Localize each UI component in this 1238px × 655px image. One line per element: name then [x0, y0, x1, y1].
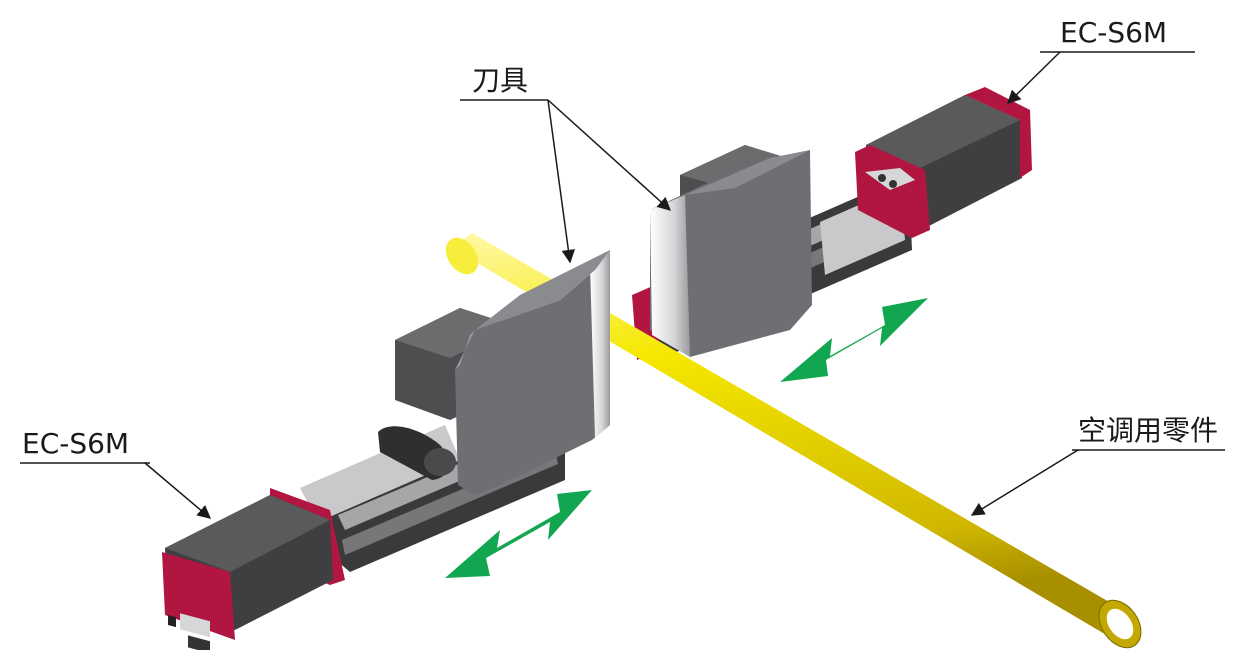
label-actuator-bottom: EC-S6M: [22, 427, 129, 460]
callout-actuator-top: EC-S6M: [1007, 16, 1195, 104]
label-actuator-top: EC-S6M: [1060, 16, 1167, 49]
tool-back: [650, 150, 812, 357]
label-tool: 刀具: [472, 64, 528, 97]
actuator-front-motor-group: [162, 488, 345, 654]
label-workpiece: 空调用零件: [1078, 414, 1218, 447]
callout-workpiece: 空调用零件: [970, 414, 1225, 516]
callout-tool: 刀具: [460, 64, 672, 264]
actuator-back-collar: [855, 145, 930, 238]
motion-arrow-back: [780, 298, 928, 382]
callout-actuator-bottom: EC-S6M: [20, 427, 212, 519]
tool-front: [455, 250, 610, 495]
motion-arrow-front: [445, 490, 592, 578]
workpiece-pipe: [445, 233, 1142, 649]
